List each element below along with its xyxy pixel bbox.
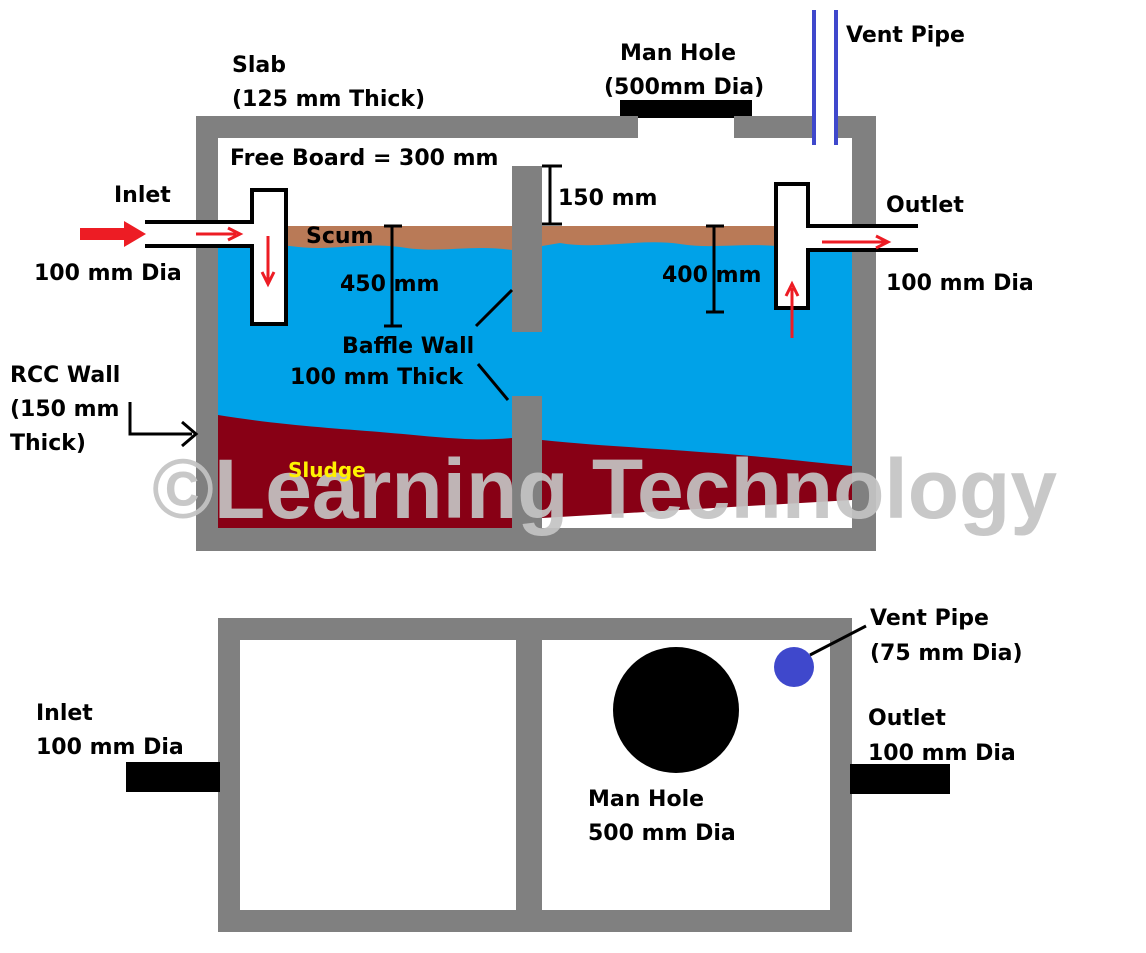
vent-pipe-gap	[812, 116, 838, 146]
baffle-wall-label-line2: 100 mm Thick	[290, 365, 464, 390]
outlet-inner-arrow-head	[875, 234, 892, 250]
flow-arrows	[80, 221, 892, 338]
outlet-label: Outlet	[886, 193, 964, 218]
dim-450-label: 450 mm	[340, 272, 439, 297]
rcc-wall-label-line2: (150 mm	[10, 397, 119, 422]
plan-inlet-label-line2: 100 mm Dia	[36, 735, 184, 760]
down-arrow-head	[260, 271, 276, 288]
free-board-label: Free Board = 300 mm	[230, 146, 498, 171]
rcc-arrow-head	[181, 420, 199, 448]
sludge-label: Sludge	[288, 458, 366, 482]
plan-manhole	[613, 647, 739, 773]
baffle-wall-lower	[512, 396, 542, 528]
plan-vent-label-line2: (75 mm Dia)	[870, 641, 1023, 666]
vent-pipe-label: Vent Pipe	[846, 23, 965, 48]
rcc-wall-label-line3: Thick)	[10, 431, 86, 456]
dimension-lines	[384, 164, 724, 401]
sludge-layer-right	[542, 440, 852, 518]
scum-layer	[284, 226, 512, 250]
rcc-wall-arrow	[128, 402, 199, 448]
scum-layer-right	[542, 226, 776, 247]
rcc-arrow-shaft	[128, 402, 192, 436]
section-view: ©Learning Technology Slab (125 mm Thick)…	[10, 10, 1057, 551]
dim-400-label: 400 mm	[662, 263, 761, 288]
plan-manhole-label-line1: Man Hole	[588, 787, 704, 812]
plan-inlet-label-line1: Inlet	[36, 701, 93, 726]
inlet-dia-label: 100 mm Dia	[34, 261, 182, 286]
outlet-dia-label: 100 mm Dia	[886, 271, 1034, 296]
manhole-label-line2: (500mm Dia)	[604, 75, 764, 100]
rcc-wall-label-line1: RCC Wall	[10, 363, 120, 388]
baffle-wall-upper	[512, 166, 542, 332]
baffle-leader-upper	[474, 288, 514, 328]
manhole-slab-left	[620, 116, 638, 138]
watermark-text: ©Learning Technology	[152, 442, 1057, 536]
plan-vent-label-line1: Vent Pipe	[870, 606, 989, 631]
plan-outlet-pipe	[850, 764, 950, 794]
outlet-pipe	[774, 182, 918, 310]
manhole-label-line1: Man Hole	[620, 41, 736, 66]
inlet-pipe	[145, 188, 288, 326]
sludge-layer	[218, 415, 512, 530]
plan-vent-pipe	[774, 647, 814, 687]
baffle-leader-lower	[476, 363, 510, 401]
vent-leader-line	[809, 624, 867, 657]
inlet-label: Inlet	[114, 183, 171, 208]
inlet-inner-arrow-head	[227, 226, 244, 242]
baffle-wall-label-line1: Baffle Wall	[342, 334, 474, 359]
plan-outlet-label-line2: 100 mm Dia	[868, 741, 1016, 766]
manhole-slab-right	[734, 116, 752, 138]
slab-label-line1: Slab	[232, 53, 286, 78]
plan-inlet-pipe	[126, 762, 220, 792]
plan-walls	[218, 618, 852, 932]
plan-view: Vent Pipe (75 mm Dia) Inlet 100 mm Dia O…	[36, 606, 1023, 932]
slab-label-line2: (125 mm Thick)	[232, 87, 425, 112]
manhole-cover	[620, 100, 752, 118]
inlet-flow-arrow-shaft	[80, 228, 128, 240]
plan-outlet-label-line1: Outlet	[868, 706, 946, 731]
water	[218, 240, 852, 470]
inlet-flow-arrow-head	[124, 221, 146, 247]
up-arrow-head	[784, 280, 800, 297]
scum-label: Scum	[306, 224, 373, 249]
dim-150-label: 150 mm	[558, 186, 657, 211]
plan-manhole-label-line2: 500 mm Dia	[588, 821, 736, 846]
